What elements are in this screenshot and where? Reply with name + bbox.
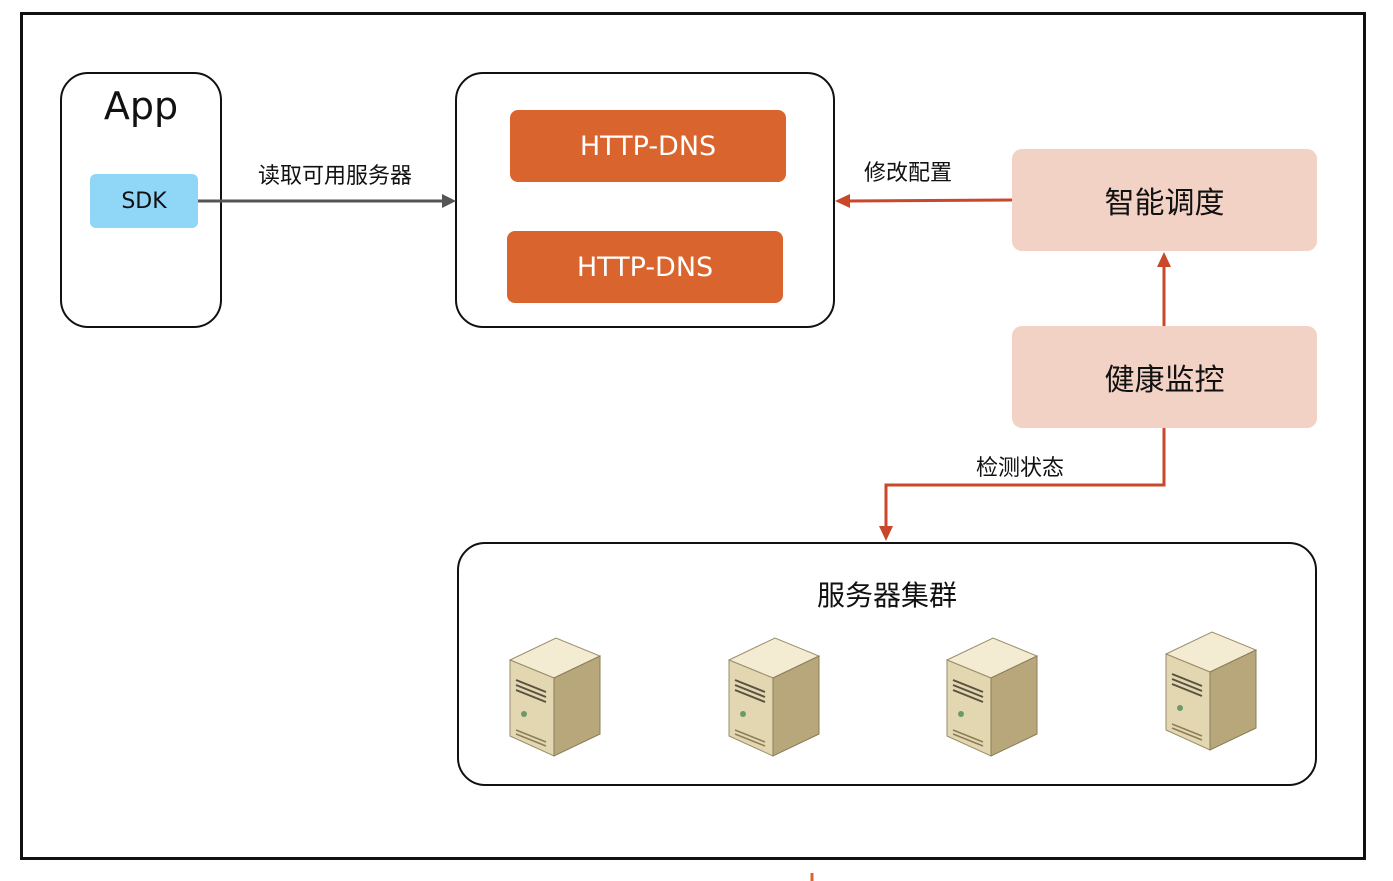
detect-status-label: 检测状态 <box>976 456 1065 481</box>
health-to-schedule-arrowhead <box>1157 252 1171 267</box>
detect-status-arrowhead <box>879 526 893 541</box>
modify-config-arrowhead <box>835 194 850 208</box>
detect-status-arrow <box>884 428 1166 528</box>
server-icon <box>727 637 821 757</box>
read-servers-label: 读取可用服务器 <box>258 164 413 189</box>
smart-scheduling-node: 智能调度 <box>1012 149 1317 251</box>
server-cluster-title: 服务器集群 <box>816 579 957 612</box>
modify-config-arrow <box>847 198 1013 203</box>
server-icon <box>945 637 1039 757</box>
server-icon <box>508 637 602 757</box>
server-icon <box>1164 631 1258 751</box>
read-servers-arrowhead <box>442 194 456 208</box>
sdk-node: SDK <box>90 174 198 228</box>
http-dns-node: HTTP-DNS <box>510 110 786 182</box>
app-title: App <box>103 84 179 128</box>
health-monitor-node: 健康监控 <box>1012 326 1317 428</box>
modify-config-label: 修改配置 <box>864 161 953 186</box>
diagram-frame <box>20 12 1366 860</box>
http-dns-node: HTTP-DNS <box>507 231 783 303</box>
